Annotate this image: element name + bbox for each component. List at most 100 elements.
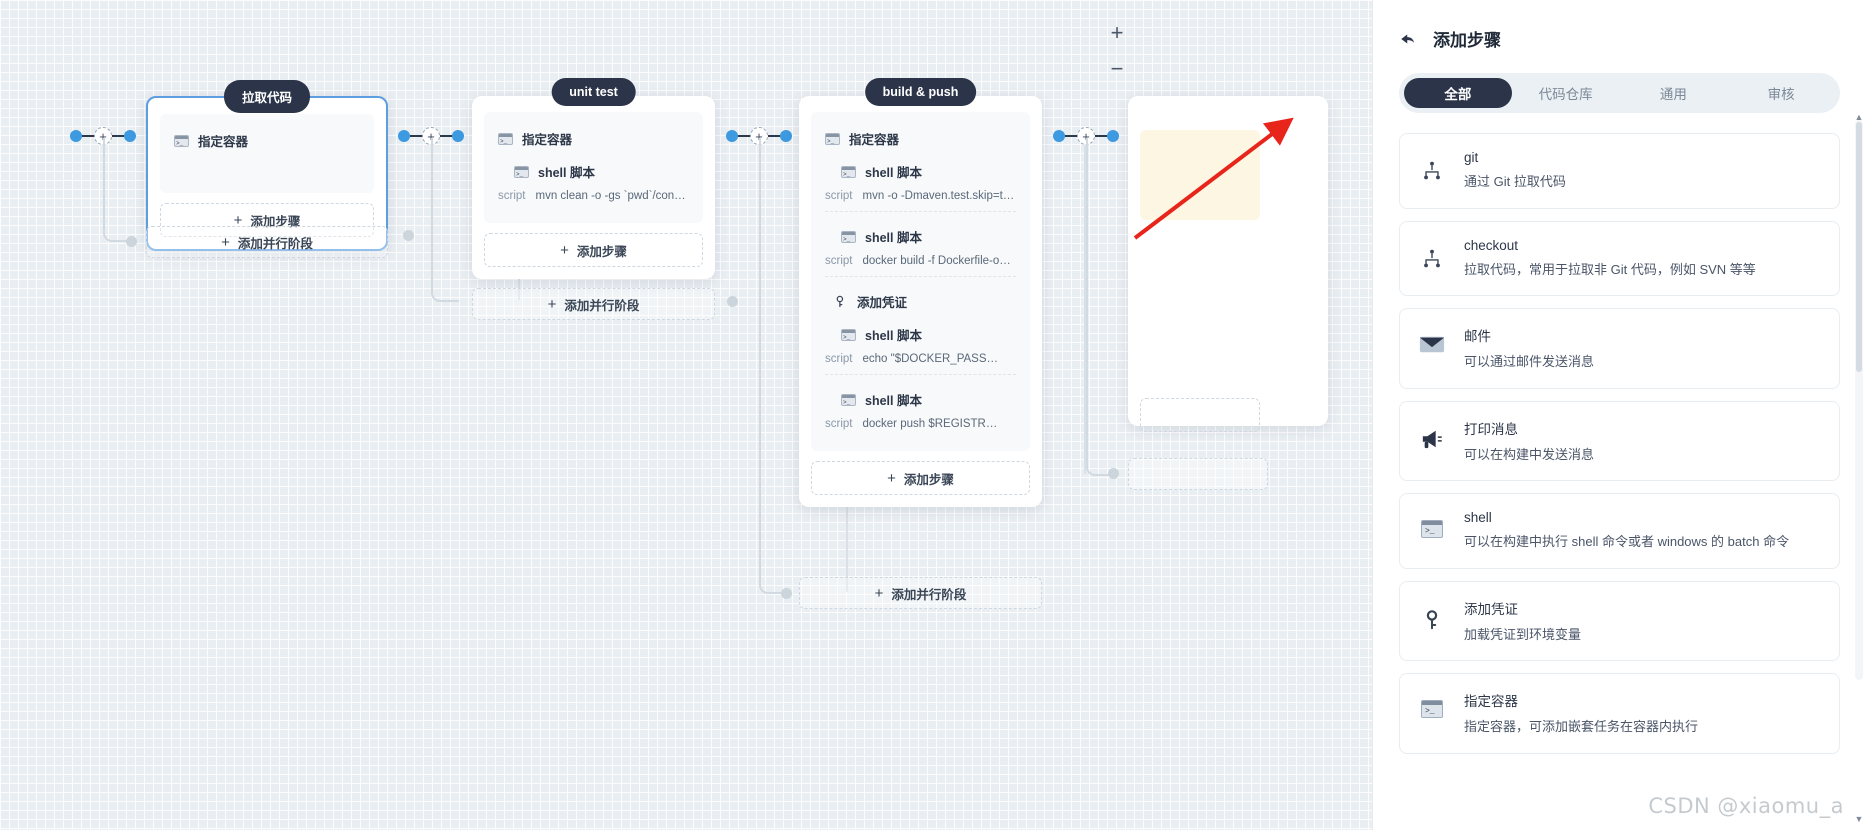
step-label: shell 脚本 xyxy=(865,166,922,180)
zoom-in-icon[interactable]: + xyxy=(1110,20,1124,45)
step-type-list[interactable]: git 通过 Git 拉取代码 checkout 拉取代码，常用于拉取非 Git… xyxy=(1399,133,1840,830)
key-icon xyxy=(1426,609,1438,629)
list-item-text: 添加凭证 加载凭证到环境变量 xyxy=(1464,598,1821,645)
scroll-down-icon[interactable]: ▼ xyxy=(1854,814,1864,824)
tab-code-repo[interactable]: 代码仓库 xyxy=(1538,87,1593,102)
stage-title-2: unit test xyxy=(551,78,636,106)
stage-card-3[interactable]: build & push 指定容器 shell 脚本 script mvn -o… xyxy=(799,78,1042,507)
step-shell-script[interactable]: shell 脚本 xyxy=(823,220,1018,253)
tab-general[interactable]: 通用 xyxy=(1659,87,1687,102)
add-stage-icon[interactable]: + xyxy=(1077,127,1095,145)
stage-connector-1[interactable]: + xyxy=(70,127,136,145)
add-parallel-stage-3[interactable]: + 添加并行阶段 xyxy=(799,577,1042,609)
stage-connector-2[interactable]: + xyxy=(398,127,464,145)
tab-review[interactable]: 审核 xyxy=(1767,87,1795,102)
plus-icon: + xyxy=(874,584,884,602)
branch-endpoint-dot xyxy=(727,296,738,307)
stage-steps-2: 指定容器 shell 脚本 script mvn clean -o -gs `p… xyxy=(484,112,703,223)
panel-tabs: 全部 代码仓库 通用 审核 xyxy=(1399,73,1840,113)
list-item-add-credential[interactable]: 添加凭证 加载凭证到环境变量 xyxy=(1399,580,1840,661)
connector-dot-left xyxy=(70,130,82,142)
scrollbar-thumb[interactable] xyxy=(1856,122,1862,372)
terminal-icon xyxy=(514,165,529,178)
megaphone-icon xyxy=(1422,430,1442,448)
list-item-icon xyxy=(1418,510,1446,538)
list-item-shell[interactable]: shell 可以在构建中执行 shell 命令或者 windows 的 batc… xyxy=(1399,493,1840,569)
branch-line-4 xyxy=(1084,144,1086,474)
list-item-text: checkout 拉取代码，常用于拉取非 Git 代码，例如 SVN 等等 xyxy=(1464,238,1821,280)
connector-line xyxy=(738,134,750,138)
list-item-text: git 通过 Git 拉取代码 xyxy=(1464,150,1821,192)
branch-endpoint-dot xyxy=(1108,468,1119,479)
add-step-button-1[interactable]: + 添加步骤 xyxy=(160,203,374,237)
step-script-row: script mvn -o -Dmaven.test.skip=t… xyxy=(823,188,1018,211)
scroll-up-icon[interactable]: ▲ xyxy=(1854,112,1864,122)
panel-scrollbar[interactable] xyxy=(1855,120,1863,680)
stage-card-2[interactable]: unit test 指定容器 shell 脚本 script mvn clean… xyxy=(472,78,715,279)
add-parallel-label: 添加并行阶段 xyxy=(564,298,640,313)
script-key: script xyxy=(825,418,853,430)
list-item-name: 邮件 xyxy=(1464,329,1491,344)
panel-header: 添加步骤 xyxy=(1373,0,1866,51)
stage-connector-4[interactable]: + xyxy=(1053,127,1119,145)
add-stage-icon[interactable]: + xyxy=(422,127,440,145)
list-item-icon xyxy=(1418,325,1446,354)
tab-all[interactable]: 全部 xyxy=(1404,78,1512,108)
add-step-button-4-occluded[interactable] xyxy=(1140,398,1260,432)
list-item-print-message[interactable]: 打印消息 可以在构建中发送消息 xyxy=(1399,400,1840,481)
list-item-desc: 可以在构建中执行 shell 命令或者 windows 的 batch 命令 xyxy=(1464,534,1790,549)
terminal-icon xyxy=(498,132,513,145)
list-item-text: 打印消息 可以在构建中发送消息 xyxy=(1464,418,1821,465)
terminal-icon xyxy=(825,132,840,145)
add-stage-icon[interactable]: + xyxy=(750,127,768,145)
list-item-desc: 可以通过邮件发送消息 xyxy=(1464,354,1595,369)
add-step-button-2[interactable]: + 添加步骤 xyxy=(484,233,703,267)
connector-line xyxy=(768,134,780,138)
git-icon xyxy=(1424,249,1440,267)
stage-steps-1: 指定容器 xyxy=(160,114,374,193)
plus-icon: + xyxy=(560,241,569,259)
terminal-icon xyxy=(1421,700,1443,718)
watermark: CSDN @xiaomu_a xyxy=(1648,794,1844,818)
step-shell-script[interactable]: shell 脚本 xyxy=(496,155,691,188)
list-item-email[interactable]: 邮件 可以通过邮件发送消息 xyxy=(1399,308,1840,389)
add-parallel-stage-2[interactable]: + 添加并行阶段 xyxy=(472,288,715,320)
terminal-icon xyxy=(174,134,189,147)
pipeline-canvas[interactable]: + − + 拉取代码 指定容器 xyxy=(0,0,1372,830)
add-stage-icon[interactable]: + xyxy=(94,127,112,145)
list-item-name: checkout xyxy=(1464,237,1519,253)
step-label: 指定容器 xyxy=(198,135,249,149)
list-item-checkout[interactable]: checkout 拉取代码，常用于拉取非 Git 代码，例如 SVN 等等 xyxy=(1399,220,1840,296)
list-item-icon xyxy=(1418,238,1446,270)
step-script-row: script mvn clean -o -gs `pwd`/con… xyxy=(496,188,691,211)
connector-dot-right xyxy=(780,130,792,142)
step-shell-script[interactable]: shell 脚本 xyxy=(823,155,1018,188)
stage-connector-3[interactable]: + xyxy=(726,127,792,145)
script-value: docker push $REGISTR… xyxy=(862,418,998,430)
add-parallel-stage-4-occluded[interactable] xyxy=(1128,458,1268,490)
plus-icon: + xyxy=(221,233,230,251)
back-arrow-icon[interactable] xyxy=(1399,30,1417,48)
step-container[interactable]: 指定容器 xyxy=(172,124,362,157)
add-step-button-3[interactable]: + 添加步骤 xyxy=(811,461,1030,495)
parallel-branch-3 xyxy=(759,138,787,594)
connector-line xyxy=(1065,134,1077,138)
script-key: script xyxy=(498,190,526,202)
step-add-credential[interactable]: 添加凭证 xyxy=(823,285,1018,318)
step-shell-script[interactable]: shell 脚本 xyxy=(823,318,1018,351)
connector-dot-right xyxy=(124,130,136,142)
step-container[interactable]: 指定容器 xyxy=(496,122,691,155)
add-parallel-stage-1[interactable]: + 添加并行阶段 xyxy=(146,226,388,258)
mail-icon xyxy=(1419,336,1445,353)
zoom-out-icon[interactable]: − xyxy=(1110,56,1124,81)
list-item-container[interactable]: 指定容器 指定容器，可添加嵌套任务在容器内执行 xyxy=(1399,673,1840,754)
parallel-branch-2 xyxy=(431,138,459,302)
stage-card-1[interactable]: 拉取代码 指定容器 + 添加步骤 xyxy=(146,80,388,251)
step-divider xyxy=(825,374,1016,375)
step-container[interactable]: 指定容器 xyxy=(823,122,1018,155)
step-shell-script[interactable]: shell 脚本 xyxy=(823,383,1018,416)
plus-icon: + xyxy=(547,295,557,313)
terminal-icon xyxy=(841,230,856,243)
connector-dot-right xyxy=(1107,130,1119,142)
list-item-git[interactable]: git 通过 Git 拉取代码 xyxy=(1399,133,1840,209)
